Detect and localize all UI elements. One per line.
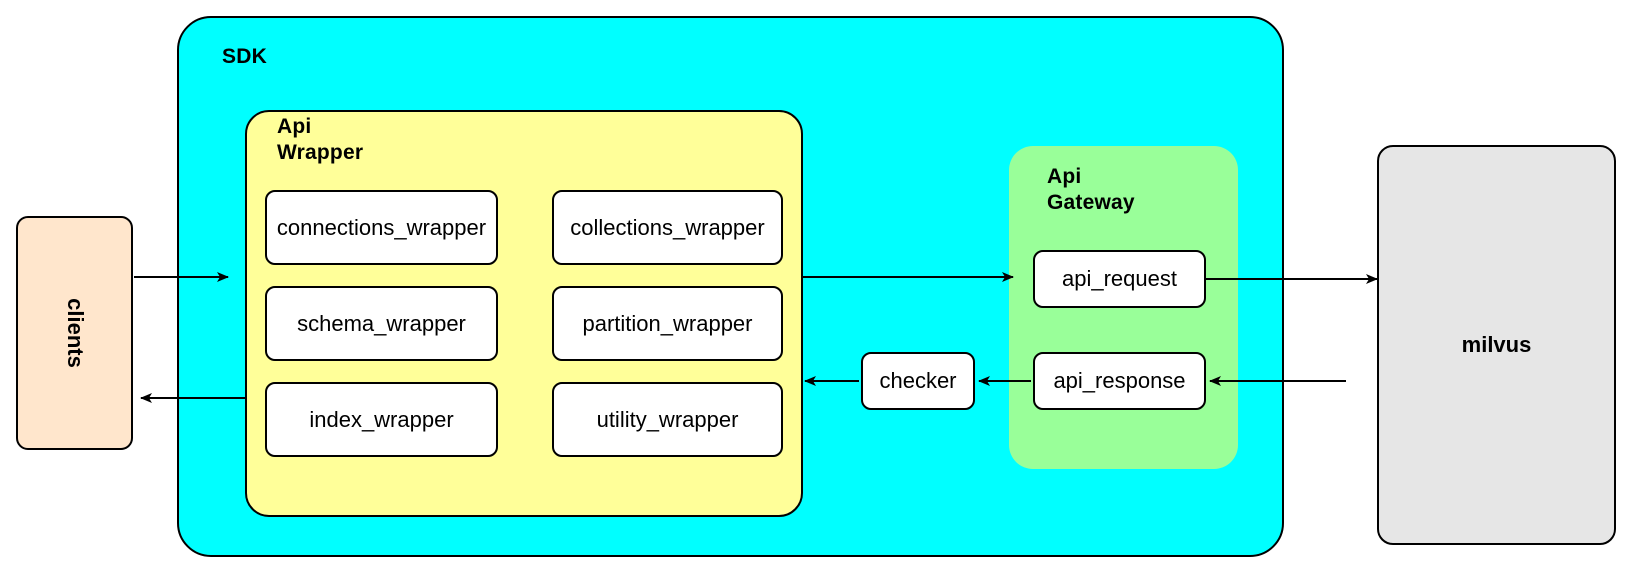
milvus-node-label: milvus	[1461, 332, 1532, 357]
connections-wrapper-label: connections_wrapper	[276, 214, 487, 240]
api-request-node[interactable]: api_request	[1033, 250, 1206, 308]
schema-wrapper-label: schema_wrapper	[297, 310, 466, 336]
schema-wrapper-node[interactable]: schema_wrapper	[265, 286, 498, 361]
utility-wrapper-label: utility_wrapper	[596, 406, 739, 432]
sdk-container-label: SDK	[222, 45, 267, 68]
partition-wrapper-node[interactable]: partition_wrapper	[552, 286, 783, 361]
api-gateway-container-label: Api Gateway	[1047, 165, 1135, 214]
collections-wrapper-node[interactable]: collections_wrapper	[552, 190, 783, 265]
utility-wrapper-node[interactable]: utility_wrapper	[552, 382, 783, 457]
collections-wrapper-label: collections_wrapper	[570, 214, 765, 240]
index-wrapper-label: index_wrapper	[309, 406, 454, 432]
checker-node[interactable]: checker	[861, 352, 975, 410]
checker-label: checker	[879, 368, 957, 393]
api-response-label: api_response	[1053, 368, 1186, 393]
index-wrapper-node[interactable]: index_wrapper	[265, 382, 498, 457]
clients-node-label: clients	[62, 298, 88, 368]
api-response-node[interactable]: api_response	[1033, 352, 1206, 410]
api-request-label: api_request	[1062, 266, 1177, 291]
connections-wrapper-node[interactable]: connections_wrapper	[265, 190, 498, 265]
milvus-node[interactable]: milvus	[1377, 145, 1616, 545]
partition-wrapper-label: partition_wrapper	[582, 310, 753, 336]
api-wrapper-container-label: Api Wrapper	[277, 115, 364, 164]
clients-node[interactable]: clients	[16, 216, 133, 450]
